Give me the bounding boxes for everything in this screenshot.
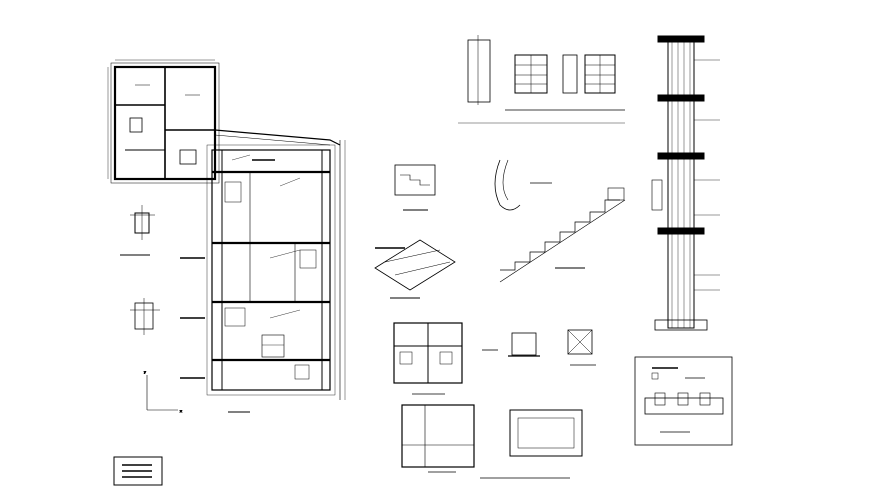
column-elevation-tall <box>651 35 720 331</box>
column-section-detail <box>120 205 155 256</box>
title-block-legend <box>113 456 163 486</box>
footing-detail <box>482 329 596 366</box>
axis-indicator: y x <box>144 370 183 414</box>
floor-plan-annex <box>107 59 220 184</box>
stair-detail-dogleg <box>394 164 436 211</box>
axis-x-label: x <box>180 409 182 413</box>
beam-section-detail <box>480 409 583 479</box>
axis-y-label: y <box>144 370 146 374</box>
reinforcement-schedule-tables <box>458 35 625 124</box>
foundation-plan-2 <box>401 404 475 473</box>
stair-section-isometric <box>374 239 456 299</box>
foundation-plan-1 <box>393 322 463 395</box>
floor-plan-main <box>180 129 346 413</box>
stair-section-straight <box>499 187 626 283</box>
footing-section-boxed <box>634 356 733 446</box>
column-plan-detail <box>130 298 160 335</box>
stair-detail-spiral <box>494 159 552 211</box>
